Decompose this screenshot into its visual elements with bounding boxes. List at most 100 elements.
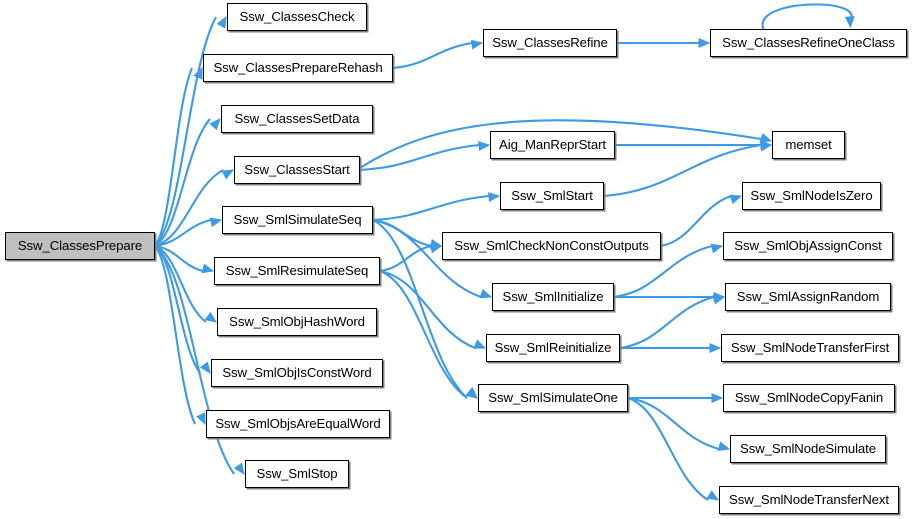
- graph-node-label: Ssw_ClassesCheck: [239, 9, 355, 25]
- graph-node-label: Ssw_SmlReinitialize: [494, 340, 612, 356]
- graph-edge: [761, 3, 853, 30]
- graph-node-aigManReprStart[interactable]: Aig_ManReprStart: [490, 131, 615, 159]
- graph-edge: [154, 245, 207, 323]
- graph-edge: [154, 244, 204, 273]
- graph-node-smlResimSeq[interactable]: Ssw_SmlResimulateSeq: [214, 257, 380, 285]
- graph-node-smlStop[interactable]: Ssw_SmlStop: [245, 460, 349, 488]
- edge-arrowhead: [216, 15, 227, 29]
- edge-arrowhead: [488, 192, 501, 202]
- graph-node-label: Ssw_SmlStart: [511, 188, 593, 204]
- graph-node-checkNonConst[interactable]: Ssw_SmlCheckNonConstOutputs: [442, 232, 661, 260]
- graph-node-label: Ssw_SmlObjAssignConst: [734, 238, 882, 254]
- graph-node-classesSetData[interactable]: Ssw_ClassesSetData: [221, 105, 373, 133]
- edge-arrowhead: [429, 238, 443, 249]
- edge-arrowhead: [710, 243, 724, 254]
- edge-arrowhead: [473, 339, 487, 349]
- graph-node-label: Ssw_ClassesRefineOneClass: [722, 35, 895, 51]
- graph-node-assignRandom[interactable]: Ssw_SmlAssignRandom: [725, 283, 891, 311]
- edge-arrowhead: [470, 39, 484, 50]
- graph-edge: [619, 295, 715, 350]
- edge-arrowhead: [196, 412, 206, 426]
- graph-node-label: Ssw_SmlResimulateSeq: [225, 263, 369, 279]
- graph-edge: [154, 218, 212, 248]
- graph-node-objAssignConst[interactable]: Ssw_SmlObjAssignConst: [723, 232, 893, 260]
- graph-node-label: Ssw_ClassesRefine: [492, 35, 608, 51]
- graph-node-objsAreEqualWord[interactable]: Ssw_SmlObjsAreEqualWord: [206, 410, 390, 438]
- edge-arrowhead: [233, 462, 245, 476]
- graph-node-label: Ssw_SmlNodeTransferNext: [729, 492, 889, 508]
- graph-node-smlSimulateSeq[interactable]: Ssw_SmlSimulateSeq: [222, 206, 373, 234]
- edge-arrowhead: [698, 38, 711, 48]
- graph-node-label: Ssw_SmlSimulateSeq: [233, 212, 362, 228]
- graph-node-nodeTransferFirst[interactable]: Ssw_SmlNodeTransferFirst: [721, 334, 899, 362]
- graph-node-prepareRehash[interactable]: Ssw_ClassesPrepareRehash: [203, 54, 393, 82]
- graph-edge: [379, 269, 476, 349]
- edge-arrowhead: [709, 343, 722, 353]
- graph-edge: [392, 41, 473, 70]
- graph-node-objIsConstWord[interactable]: Ssw_SmlObjIsConstWord: [211, 359, 383, 387]
- graph-node-smlStart[interactable]: Ssw_SmlStart: [500, 182, 604, 210]
- graph-node-label: Aig_ManReprStart: [499, 137, 606, 153]
- graph-node-nodeCopyFanin[interactable]: Ssw_SmlNodeCopyFanin: [723, 384, 895, 412]
- graph-edge: [154, 169, 224, 248]
- edge-arrowhead: [717, 441, 731, 452]
- edge-arrowhead: [706, 490, 720, 501]
- edge-arrowhead: [712, 294, 726, 305]
- graph-node-memset[interactable]: memset: [772, 131, 845, 159]
- edge-arrowhead: [221, 169, 235, 180]
- graph-edge: [627, 397, 709, 501]
- edge-arrowhead: [760, 140, 773, 150]
- graph-node-label: Ssw_SmlSimulateOne: [488, 390, 618, 406]
- graph-edge: [372, 218, 432, 248]
- edge-arrowhead: [204, 311, 218, 323]
- graph-node-label: Ssw_SmlObjIsConstWord: [222, 365, 372, 381]
- graph-node-label: Ssw_SmlStop: [256, 466, 338, 482]
- edge-arrowhead: [713, 292, 726, 302]
- graph-edge: [359, 143, 480, 172]
- graph-edge: [154, 16, 217, 247]
- graph-edge: [154, 67, 193, 247]
- graph-node-smlInitialize[interactable]: Ssw_SmlInitialize: [492, 283, 614, 311]
- graph-node-label: Ssw_ClassesSetData: [234, 111, 360, 127]
- edge-arrowhead: [209, 217, 223, 228]
- graph-node-refineOneClass[interactable]: Ssw_ClassesRefineOneClass: [710, 29, 907, 57]
- graph-edge: [154, 245, 196, 425]
- graph-node-label: Ssw_SmlInitialize: [502, 289, 604, 305]
- graph-node-root[interactable]: Ssw_ClassesPrepare: [5, 232, 155, 260]
- graph-node-smlSimulateOne[interactable]: Ssw_SmlSimulateOne: [478, 384, 628, 412]
- edge-arrowhead: [729, 194, 743, 205]
- graph-node-objHashWord[interactable]: Ssw_SmlObjHashWord: [217, 308, 377, 336]
- graph-node-nodeIsZero[interactable]: Ssw_SmlNodeIsZero: [742, 182, 881, 210]
- edge-arrowhead: [759, 132, 773, 143]
- graph-edge: [154, 118, 211, 247]
- edge-arrowhead: [193, 66, 203, 80]
- edge-arrowhead: [479, 288, 493, 299]
- graph-node-label: memset: [785, 137, 832, 153]
- graph-node-label: Ssw_SmlObjHashWord: [229, 314, 365, 330]
- graph-node-classesCheck[interactable]: Ssw_ClassesCheck: [227, 3, 367, 31]
- edge-arrowhead: [465, 387, 479, 399]
- graph-node-label: Ssw_SmlNodeIsZero: [750, 188, 873, 204]
- graph-node-classesStart[interactable]: Ssw_ClassesStart: [234, 156, 360, 184]
- graph-node-label: Ssw_SmlAssignRandom: [736, 289, 880, 305]
- graph-edge: [154, 245, 201, 374]
- graph-node-label: Ssw_SmlNodeSimulate: [740, 441, 876, 457]
- edge-arrowhead: [201, 263, 215, 274]
- graph-node-nodeTransferNext[interactable]: Ssw_SmlNodeTransferNext: [719, 486, 899, 514]
- graph-node-smlReinitialize[interactable]: Ssw_SmlReinitialize: [486, 334, 620, 362]
- graph-node-label: Ssw_ClassesPrepareRehash: [213, 60, 383, 76]
- graph-node-classesRefine[interactable]: Ssw_ClassesRefine: [483, 29, 617, 57]
- edge-arrowhead: [209, 118, 221, 131]
- graph-node-label: Ssw_ClassesStart: [244, 162, 350, 178]
- graph-edge: [627, 396, 720, 451]
- edge-arrowhead: [429, 243, 443, 254]
- graph-node-nodeSimulate[interactable]: Ssw_SmlNodeSimulate: [730, 435, 886, 463]
- graph-node-label: Ssw_ClassesPrepare: [17, 238, 143, 254]
- graph-node-label: Ssw_SmlNodeCopyFanin: [734, 390, 884, 406]
- edge-arrowhead: [199, 361, 211, 375]
- edge-arrowhead: [844, 16, 855, 29]
- graph-edge: [379, 270, 468, 399]
- graph-node-label: Ssw_SmlNodeTransferFirst: [730, 340, 890, 356]
- graph-edge: [379, 244, 432, 273]
